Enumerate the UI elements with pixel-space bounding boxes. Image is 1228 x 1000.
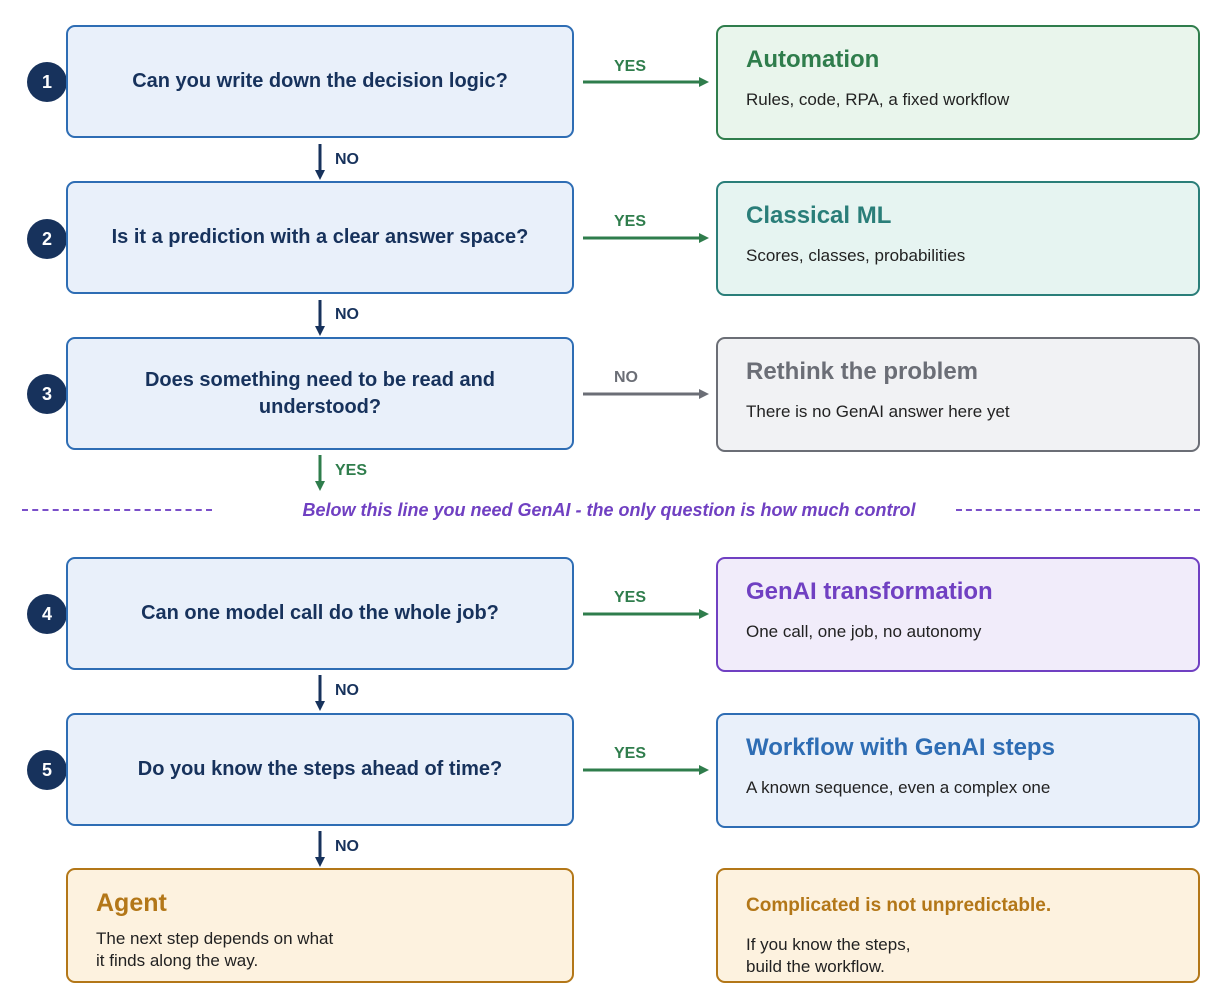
outcome-desc-classical-ml: Scores, classes, probabilities xyxy=(746,246,966,265)
step-number-4: 4 xyxy=(27,594,67,634)
outcome-genai-transformation: GenAI transformation One call, one job, … xyxy=(716,557,1200,672)
no-label-horizontal: NO xyxy=(614,369,638,386)
outcome-automation: Automation Rules, code, RPA, a fixed wor… xyxy=(716,25,1200,140)
question-text-4: Can one model call do the whole job? xyxy=(141,602,499,624)
arrow-down-4 xyxy=(315,675,325,711)
genai-divider-label: Below this line you need GenAI - the onl… xyxy=(302,500,916,520)
arrow-right-1 xyxy=(583,77,709,87)
yes-label-down: YES xyxy=(335,462,368,479)
yes-label-2: YES xyxy=(613,213,646,230)
arrow-right-5 xyxy=(583,765,709,775)
note-desc-line-2: build the workflow. xyxy=(746,957,885,976)
step-number-3: 3 xyxy=(27,374,67,414)
outcome-title-rethink: Rethink the problem xyxy=(746,358,979,385)
question-text-2: Is it a prediction with a clear answer s… xyxy=(111,226,529,248)
no-label-2: NO xyxy=(335,306,359,323)
outcome-title-agent: Agent xyxy=(96,889,167,917)
outcome-desc-workflow-genai: A known sequence, even a complex one xyxy=(746,778,1051,797)
question-text-3: Does something need to be read and under… xyxy=(144,368,496,418)
question-box-1: Can you write down the decision logic? xyxy=(66,25,574,138)
outcome-title-classical-ml: Classical ML xyxy=(746,202,892,229)
question-box-2: Is it a prediction with a clear answer s… xyxy=(66,181,574,294)
note-desc-line-1: If you know the steps, xyxy=(746,935,911,954)
arrow-down-3 xyxy=(315,455,325,491)
outcome-title-genai-transformation: GenAI transformation xyxy=(746,578,993,605)
outcome-workflow-genai: Workflow with GenAI steps A known sequen… xyxy=(716,713,1200,828)
note-desc: If you know the steps, build the workflo… xyxy=(746,934,1170,978)
outcome-desc-automation: Rules, code, RPA, a fixed workflow xyxy=(746,90,1010,109)
yes-label-5: YES xyxy=(613,745,646,762)
yes-label-1: YES xyxy=(613,58,646,75)
outcome-desc-agent: The next step depends on what it finds a… xyxy=(96,928,544,972)
question-text-5: Do you know the steps ahead of time? xyxy=(137,758,503,780)
question-box-4: Can one model call do the whole job? xyxy=(66,557,574,670)
question-text-1: Can you write down the decision logic? xyxy=(132,70,508,92)
outcome-title-workflow-genai: Workflow with GenAI steps xyxy=(746,734,1055,761)
step-number-1: 1 xyxy=(27,62,67,102)
no-label-4: NO xyxy=(335,682,359,699)
arrow-right-3 xyxy=(583,389,709,399)
outcome-title-automation: Automation xyxy=(746,46,880,73)
outcome-desc-rethink: There is no GenAI answer here yet xyxy=(746,402,1010,421)
arrow-down-1 xyxy=(315,144,325,180)
outcome-desc-genai-transformation: One call, one job, no autonomy xyxy=(746,622,982,641)
yes-label-4: YES xyxy=(613,589,646,606)
no-label-5: NO xyxy=(335,838,359,855)
divider-line-right xyxy=(956,509,1200,511)
note-title: Complicated is not unpredictable. xyxy=(746,895,1052,916)
question-box-5: Do you know the steps ahead of time? xyxy=(66,713,574,826)
note-box: Complicated is not unpredictable. If you… xyxy=(716,868,1200,983)
outcome-agent: Agent The next step depends on what it f… xyxy=(66,868,574,983)
arrow-right-2 xyxy=(583,233,709,243)
outcome-classical-ml: Classical ML Scores, classes, probabilit… xyxy=(716,181,1200,296)
arrow-down-5 xyxy=(315,831,325,867)
agent-desc-line-1: The next step depends on what xyxy=(96,929,334,948)
step-number-5: 5 xyxy=(27,750,67,790)
arrow-right-4 xyxy=(583,609,709,619)
question-box-3: Does something need to be read and under… xyxy=(66,337,574,450)
step-number-2: 2 xyxy=(27,219,67,259)
no-label-1: NO xyxy=(335,151,359,168)
arrow-down-2 xyxy=(315,300,325,336)
outcome-rethink: Rethink the problem There is no GenAI an… xyxy=(716,337,1200,452)
agent-desc-line-2: it finds along the way. xyxy=(96,951,259,970)
divider-line-left xyxy=(22,509,212,511)
